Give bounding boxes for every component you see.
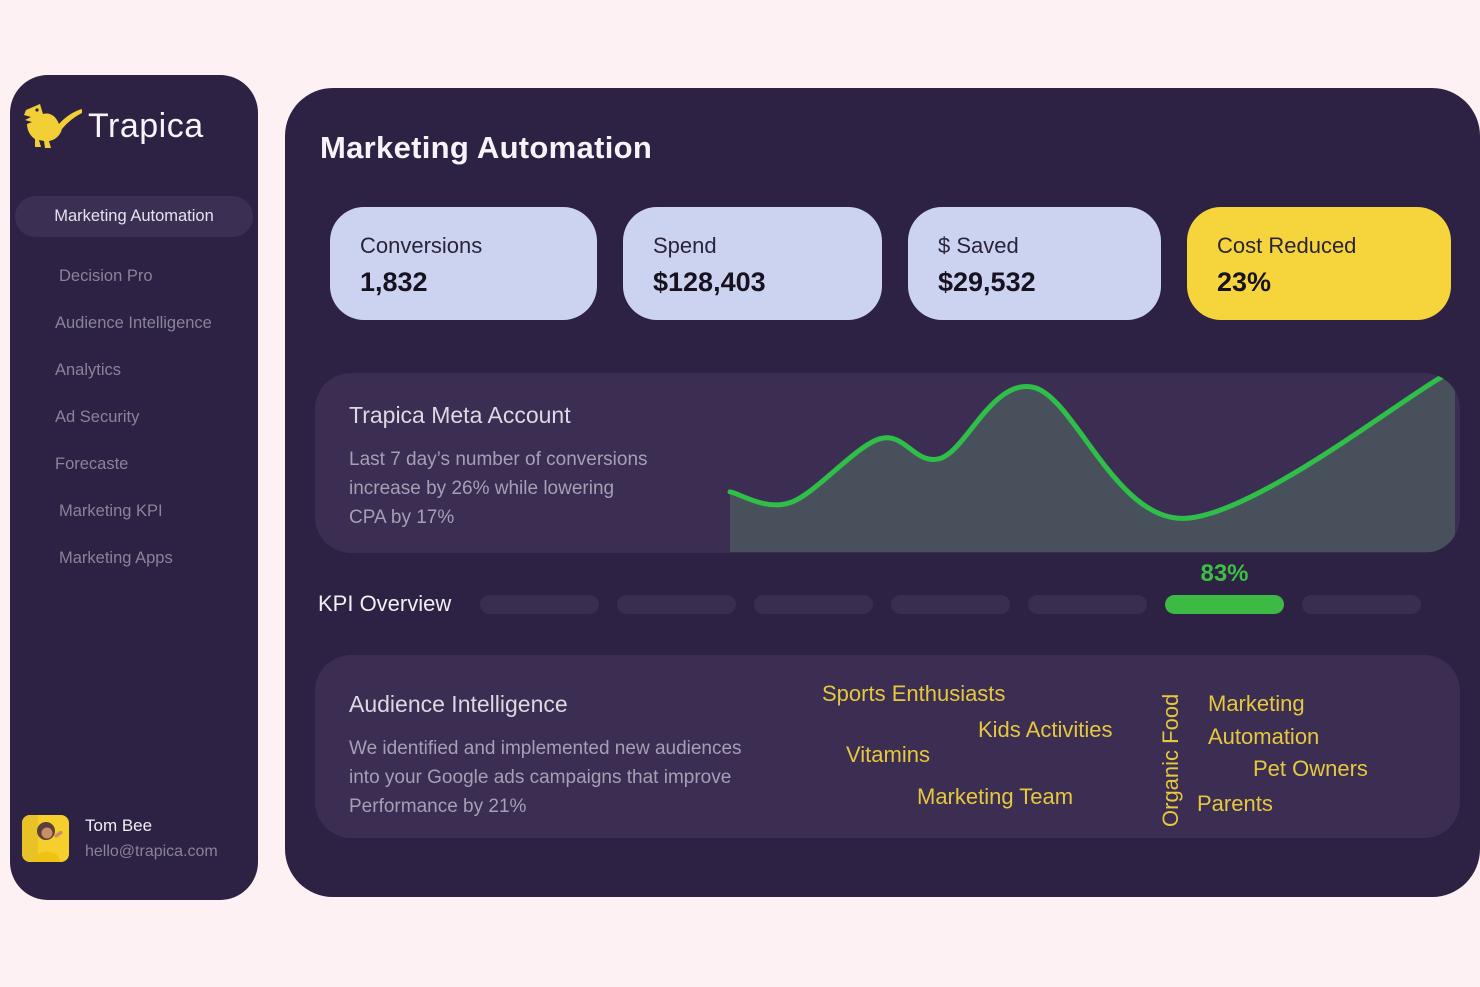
tag-marketing-team[interactable]: Marketing Team bbox=[917, 784, 1074, 809]
audience-title: Audience Intelligence bbox=[349, 691, 568, 717]
sidebar-item-audience-intelligence[interactable]: Audience Intelligence bbox=[55, 314, 212, 332]
page-title: Marketing Automation bbox=[320, 130, 653, 165]
tag-sports-enthusiasts[interactable]: Sports Enthusiasts bbox=[822, 681, 1006, 706]
sidebar-item-marketing-kpi[interactable]: Marketing KPI bbox=[59, 502, 163, 520]
tag-marketing-automation[interactable]: Marketing Automation bbox=[1208, 691, 1320, 749]
sidebar-item-decision-pro[interactable]: Decision Pro bbox=[59, 267, 153, 285]
kpi-pill[interactable] bbox=[891, 595, 1010, 614]
meta-account-card[interactable]: Trapica Meta Account Last 7 day’s number… bbox=[315, 373, 1460, 553]
sidebar-nav: Decision Pro Audience Intelligence Analy… bbox=[10, 253, 258, 582]
avatar bbox=[22, 815, 69, 862]
tag-parents[interactable]: Parents bbox=[1197, 791, 1273, 816]
main-panel: Marketing Automation Conversions 1,832 S… bbox=[285, 88, 1480, 897]
kpi-pill[interactable] bbox=[754, 595, 873, 614]
stat-value: 23% bbox=[1217, 267, 1272, 297]
audience-text: Audience Intelligence We identified and … bbox=[349, 691, 742, 821]
sidebar-item-forecaste[interactable]: Forecaste bbox=[55, 455, 129, 473]
user-name: Tom Bee bbox=[85, 816, 153, 835]
kpi-percentage-label: 83% bbox=[1200, 560, 1249, 587]
kpi-pill[interactable] bbox=[1302, 595, 1421, 614]
sidebar-item-analytics[interactable]: Analytics bbox=[55, 361, 122, 379]
stats-row: Conversions 1,832 Spend $128,403 $ Saved… bbox=[330, 207, 1451, 320]
sidebar-item-ad-security[interactable]: Ad Security bbox=[55, 408, 140, 426]
sidebar: Trapica Marketing Automation Decision Pr… bbox=[10, 75, 258, 900]
aud-desc-line: We identified and implemented new audien… bbox=[349, 738, 742, 759]
stat-value: $29,532 bbox=[938, 267, 1036, 297]
stat-value: 1,832 bbox=[360, 267, 428, 297]
kpi-pill-active[interactable]: 83% bbox=[1165, 560, 1284, 614]
kpi-overview-row: KPI Overview 83% bbox=[318, 560, 1458, 623]
audience-description: We identified and implemented new audien… bbox=[349, 734, 742, 821]
audience-intelligence-card[interactable]: Audience Intelligence We identified and … bbox=[315, 655, 1460, 838]
stat-value: $128,403 bbox=[653, 267, 766, 297]
aud-desc-line: into your Google ads campaigns that impr… bbox=[349, 767, 732, 788]
tag-vitamins[interactable]: Vitamins bbox=[846, 742, 930, 767]
sidebar-item-marketing-apps[interactable]: Marketing Apps bbox=[59, 549, 173, 567]
brand-name: Trapica bbox=[88, 106, 204, 145]
logo: Trapica bbox=[20, 99, 204, 153]
user-profile[interactable]: Tom Bee hello@trapica.com bbox=[22, 815, 218, 862]
tag-organic-food[interactable]: Organic Food bbox=[1158, 693, 1183, 827]
meta-desc-line: CPA by 17% bbox=[349, 507, 455, 528]
stat-card-conversions[interactable]: Conversions 1,832 bbox=[330, 207, 597, 320]
meta-account-text: Trapica Meta Account Last 7 day’s number… bbox=[349, 402, 648, 532]
meta-desc-line: Last 7 day’s number of conversions bbox=[349, 449, 648, 470]
kpi-pill[interactable] bbox=[617, 595, 736, 614]
tag-kids-activities[interactable]: Kids Activities bbox=[978, 717, 1113, 742]
aud-desc-line: Performance by 21% bbox=[349, 796, 527, 817]
stat-label: Conversions bbox=[360, 233, 483, 258]
dinosaur-logo-icon bbox=[24, 104, 82, 148]
tag-pet-owners[interactable]: Pet Owners bbox=[1253, 756, 1368, 781]
stat-card-saved[interactable]: $ Saved $29,532 bbox=[908, 207, 1161, 320]
kpi-pill[interactable] bbox=[480, 595, 599, 614]
kpi-progress-pills: 83% bbox=[480, 560, 1421, 614]
conversions-area-chart bbox=[727, 373, 1455, 552]
stat-label: Cost Reduced bbox=[1217, 233, 1357, 258]
stat-card-spend[interactable]: Spend $128,403 bbox=[623, 207, 882, 320]
kpi-overview-label: KPI Overview bbox=[318, 591, 452, 616]
kpi-pill[interactable] bbox=[1028, 595, 1147, 614]
meta-account-title: Trapica Meta Account bbox=[349, 402, 571, 428]
stat-label: $ Saved bbox=[938, 233, 1019, 258]
sidebar-item-marketing-automation-active[interactable]: Marketing Automation bbox=[15, 196, 253, 237]
stat-card-cost-reduced[interactable]: Cost Reduced 23% bbox=[1187, 207, 1451, 320]
user-email: hello@trapica.com bbox=[85, 843, 218, 860]
meta-desc-line: increase by 26% while lowering bbox=[349, 478, 615, 499]
stat-label: Spend bbox=[653, 233, 717, 258]
meta-account-description: Last 7 day’s number of conversions incre… bbox=[349, 445, 648, 532]
